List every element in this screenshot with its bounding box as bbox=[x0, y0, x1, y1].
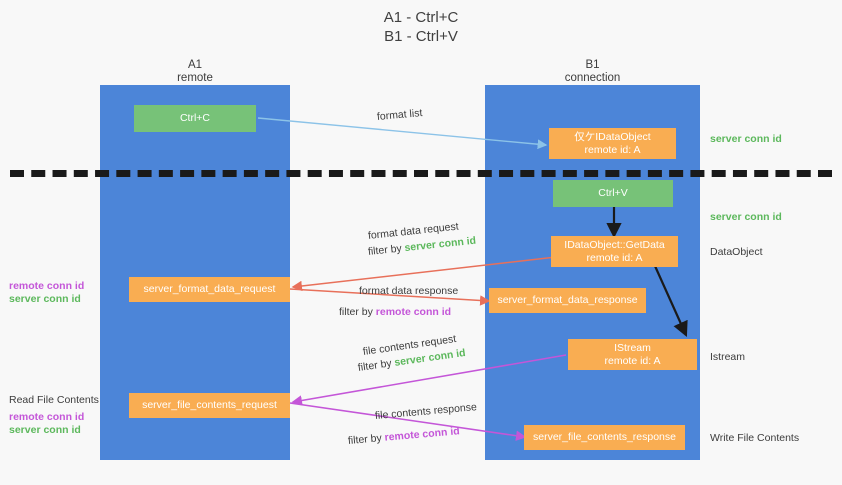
node-server-file-contents-request[interactable]: server_file_contents_request bbox=[129, 393, 290, 418]
node-ctrl-v-label: Ctrl+V bbox=[598, 187, 628, 199]
annotation-server-conn-id-2: server conn id bbox=[9, 424, 81, 436]
filter-tag-remote-conn-id: remote conn id bbox=[384, 425, 461, 444]
filter-prefix: filter by bbox=[347, 431, 386, 447]
edge-label-format-data-response-line1: format data response bbox=[359, 285, 459, 297]
annotation-istream: Istream bbox=[710, 351, 746, 363]
lane-header-a1: A1 remote bbox=[100, 59, 290, 85]
annotation-write-file-contents: Write File Contents bbox=[710, 432, 800, 444]
edge-label-format-data-response-filter: filter by remote conn id bbox=[339, 305, 451, 319]
node-idataobject-subtitle: remote id: A bbox=[584, 143, 641, 156]
lane-header-a1-name: A1 bbox=[187, 59, 203, 71]
lane-header-b1-name: B1 bbox=[585, 59, 600, 71]
node-istream-subtitle: remote id: A bbox=[604, 354, 661, 367]
node-istream[interactable]: IStream remote id: A bbox=[568, 339, 697, 370]
node-server-format-data-response-label: server_format_data_response bbox=[497, 294, 638, 306]
edge-label-file-contents-response-filter: filter by remote conn id bbox=[347, 424, 460, 448]
annotation-server-conn-id-mid: server conn id bbox=[710, 211, 782, 223]
lane-header-b1: B1 connection bbox=[485, 59, 700, 85]
annotation-remote-conn-id-2: remote conn id bbox=[9, 411, 85, 423]
annotation-remote-conn-id-1: remote conn id bbox=[9, 280, 85, 292]
filter-prefix: filter by bbox=[339, 306, 376, 318]
phase-divider bbox=[10, 170, 832, 177]
node-server-format-data-request[interactable]: server_format_data_request bbox=[129, 277, 290, 302]
filter-prefix: filter by bbox=[367, 242, 406, 258]
annotation-read-file-contents: Read File Contents bbox=[9, 394, 99, 406]
node-getdata-title: IDataObject::GetData bbox=[564, 238, 665, 251]
annotation-server-conn-id-1: server conn id bbox=[9, 293, 81, 305]
page-title: A1 - Ctrl+C B1 - Ctrl+V bbox=[0, 8, 842, 46]
edge-label-format-list: format list bbox=[376, 107, 423, 123]
node-server-format-data-request-label: server_format_data_request bbox=[143, 283, 276, 295]
title-line-2: B1 - Ctrl+V bbox=[384, 28, 458, 45]
lane-header-a1-sub: remote bbox=[177, 72, 213, 84]
node-idataobject[interactable]: 仅ケIDataObject remote id: A bbox=[549, 128, 676, 159]
node-getdata-subtitle: remote id: A bbox=[586, 251, 643, 264]
node-server-format-data-response[interactable]: server_format_data_response bbox=[489, 288, 646, 313]
node-server-file-contents-request-label: server_file_contents_request bbox=[142, 399, 277, 411]
node-server-file-contents-response-label: server_file_contents_response bbox=[532, 431, 676, 443]
edge-label-file-contents-response-line1: file contents response bbox=[374, 401, 478, 422]
filter-prefix: filter by bbox=[357, 356, 396, 374]
node-idataobject-getdata[interactable]: IDataObject::GetData remote id: A bbox=[551, 236, 678, 267]
node-ctrl-c-label: Ctrl+C bbox=[179, 112, 211, 124]
node-idataobject-title: 仅ケIDataObject bbox=[574, 130, 651, 143]
node-ctrl-v[interactable]: Ctrl+V bbox=[553, 180, 673, 207]
filter-tag-remote-conn-id: remote conn id bbox=[375, 306, 452, 318]
lane-header-b1-sub: connection bbox=[564, 72, 621, 84]
node-ctrl-c[interactable]: Ctrl+C bbox=[134, 105, 256, 132]
node-server-file-contents-response[interactable]: server_file_contents_response bbox=[524, 425, 685, 450]
title-line-1: A1 - Ctrl+C bbox=[383, 9, 459, 26]
annotation-server-conn-id-top: server conn id bbox=[710, 133, 782, 145]
annotation-dataobject: DataObject bbox=[710, 246, 763, 258]
node-istream-title: IStream bbox=[614, 341, 651, 354]
